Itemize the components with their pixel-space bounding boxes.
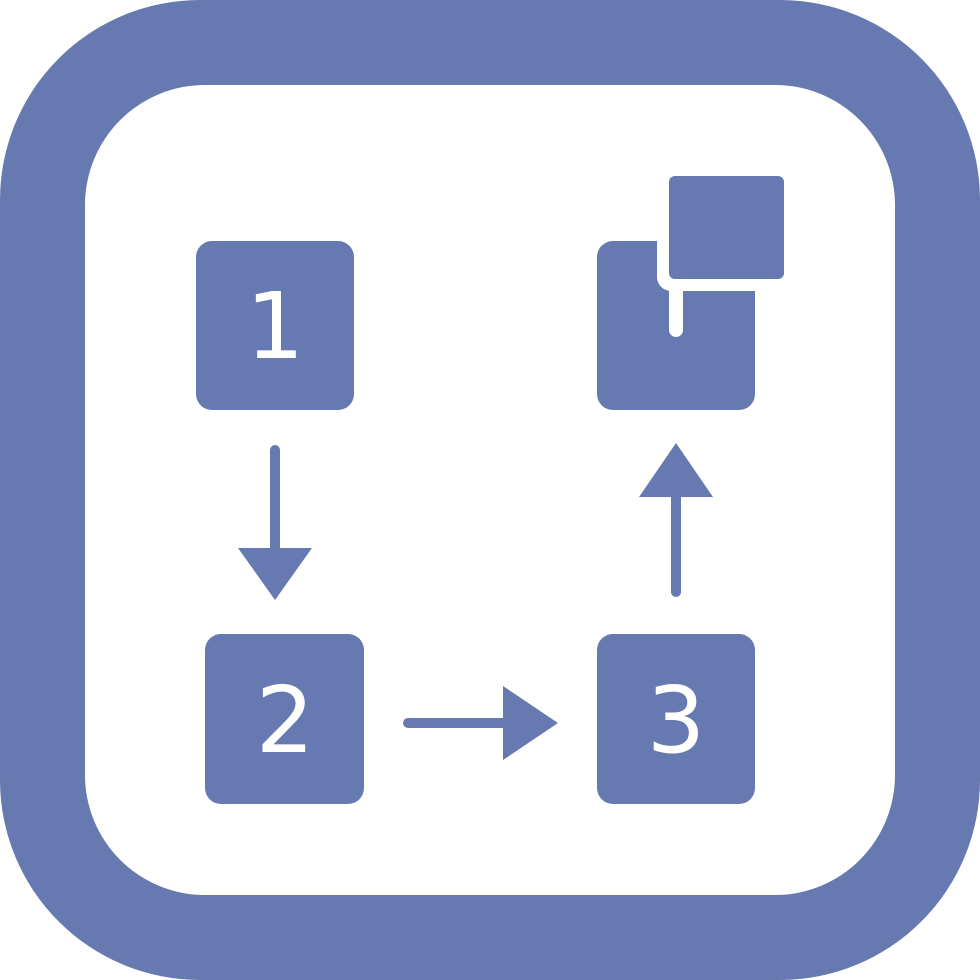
step-1-box: 1 bbox=[196, 241, 354, 410]
step-2-label: 2 bbox=[256, 667, 315, 774]
step-3-label: 3 bbox=[647, 667, 706, 774]
step-2-box: 2 bbox=[205, 634, 364, 804]
arrow-up-icon bbox=[639, 443, 713, 597]
arrow-right-icon bbox=[403, 686, 558, 760]
step-1-label: 1 bbox=[246, 273, 305, 380]
arrow-down-icon bbox=[238, 445, 312, 600]
step-3-box: 3 bbox=[597, 634, 755, 804]
result-squares-icon bbox=[597, 163, 797, 410]
